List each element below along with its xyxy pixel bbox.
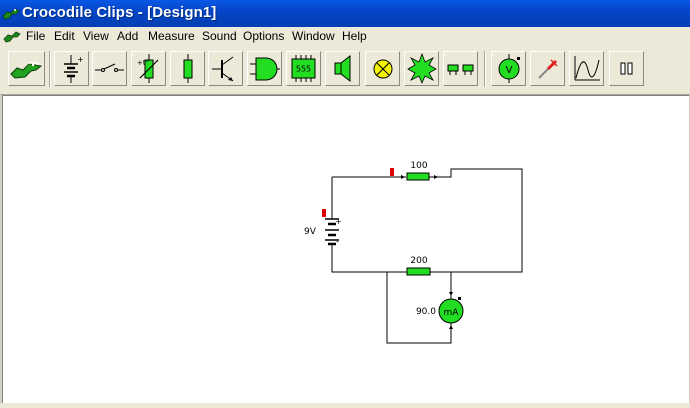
speaker-icon xyxy=(334,54,351,83)
crocodile-logo-button[interactable] xyxy=(8,51,45,86)
current-marker[interactable] xyxy=(322,209,326,217)
lamp-button[interactable] xyxy=(365,51,400,86)
ammeter[interactable] xyxy=(438,298,464,324)
variable-resistor-button[interactable]: +t° xyxy=(131,51,166,86)
wire-top-right[interactable] xyxy=(429,168,523,273)
resistor-top-label: 100 xyxy=(410,161,427,171)
current-arrow-icon xyxy=(434,175,438,179)
menu-measure[interactable]: Measure xyxy=(148,29,195,43)
buzzer-icon xyxy=(407,52,437,85)
crocodile-app-icon xyxy=(2,8,20,20)
current-arrow-icon xyxy=(401,175,405,179)
title-bar[interactable]: Crocodile Clips - [Design1] xyxy=(0,0,690,27)
speaker-button[interactable] xyxy=(325,51,360,86)
resistor-mid-label: 200 xyxy=(410,256,427,266)
battery-voltage-label: 9V xyxy=(304,227,317,237)
menu-help[interactable]: Help xyxy=(342,29,367,43)
battery-icon: + xyxy=(64,55,84,83)
pause-icon xyxy=(620,62,633,75)
graph-button[interactable] xyxy=(569,51,604,86)
and-gate-button[interactable] xyxy=(247,51,282,86)
wire-branch[interactable] xyxy=(386,272,452,344)
toolbar-separator xyxy=(49,51,51,87)
svg-text:+t°: +t° xyxy=(137,59,149,67)
switch-icon xyxy=(95,63,124,72)
lamp-icon xyxy=(373,59,393,79)
menu-edit[interactable]: Edit xyxy=(54,29,75,43)
resistor-button[interactable] xyxy=(170,51,205,86)
circuit-diagram: 100 200 + - 9V mA 90.0 xyxy=(304,161,523,344)
buzzer-button[interactable] xyxy=(404,51,439,86)
connector-button[interactable] xyxy=(443,51,478,86)
graph-icon xyxy=(574,56,600,81)
menu-file[interactable]: File xyxy=(26,29,46,43)
voltmeter-icon: V xyxy=(498,54,520,83)
circuit-canvas[interactable]: 100 200 + - 9V mA 90.0 xyxy=(2,95,689,404)
ic-555-icon: 555 xyxy=(291,55,316,82)
current-marker[interactable] xyxy=(390,168,394,176)
menu-options[interactable]: Options xyxy=(243,29,285,43)
toolbar: + +t° xyxy=(0,46,690,95)
connector-icon xyxy=(447,64,474,75)
menu-add[interactable]: Add xyxy=(117,29,139,43)
battery-button[interactable]: + xyxy=(54,51,89,86)
pause-button[interactable] xyxy=(609,51,644,86)
voltmeter-label: V xyxy=(506,65,513,76)
toolbar-separator xyxy=(484,51,486,87)
probe-button[interactable] xyxy=(530,51,565,86)
crocodile-logo-icon xyxy=(10,61,43,79)
battery-minus-label: - xyxy=(336,237,339,246)
voltmeter-button[interactable]: V xyxy=(491,51,526,86)
transistor-icon xyxy=(212,56,234,82)
svg-text:+: + xyxy=(77,55,84,64)
ammeter-terminal xyxy=(458,297,461,300)
variable-resistor-icon: +t° xyxy=(137,54,159,83)
ic-555-button[interactable]: 555 xyxy=(286,51,321,86)
switch-button[interactable] xyxy=(92,51,127,86)
resistor-mid[interactable] xyxy=(406,267,431,276)
ammeter-unit-label: mA xyxy=(444,308,460,318)
menu-window[interactable]: Window xyxy=(292,29,335,43)
resistor-top[interactable] xyxy=(406,172,430,181)
ammeter-reading: 90.0 xyxy=(416,307,436,317)
and-gate-icon xyxy=(250,57,280,81)
wire-left-bottom[interactable] xyxy=(331,244,407,273)
document-icon[interactable] xyxy=(3,28,21,45)
resistor-icon xyxy=(183,54,193,83)
battery[interactable] xyxy=(325,218,339,246)
window-title: Crocodile Clips - [Design1] xyxy=(22,4,217,21)
current-arrow-icon xyxy=(449,292,453,296)
current-arrow-icon xyxy=(449,325,453,329)
ic-555-label: 555 xyxy=(296,65,311,74)
menu-view[interactable]: View xyxy=(83,29,109,43)
battery-plus-label: + xyxy=(335,217,342,226)
menu-bar: File Edit View Add Measure Sound Options… xyxy=(0,27,690,46)
probe-icon xyxy=(538,59,558,79)
status-bar xyxy=(0,403,690,408)
menu-sound[interactable]: Sound xyxy=(202,29,237,43)
transistor-button[interactable] xyxy=(208,51,243,86)
